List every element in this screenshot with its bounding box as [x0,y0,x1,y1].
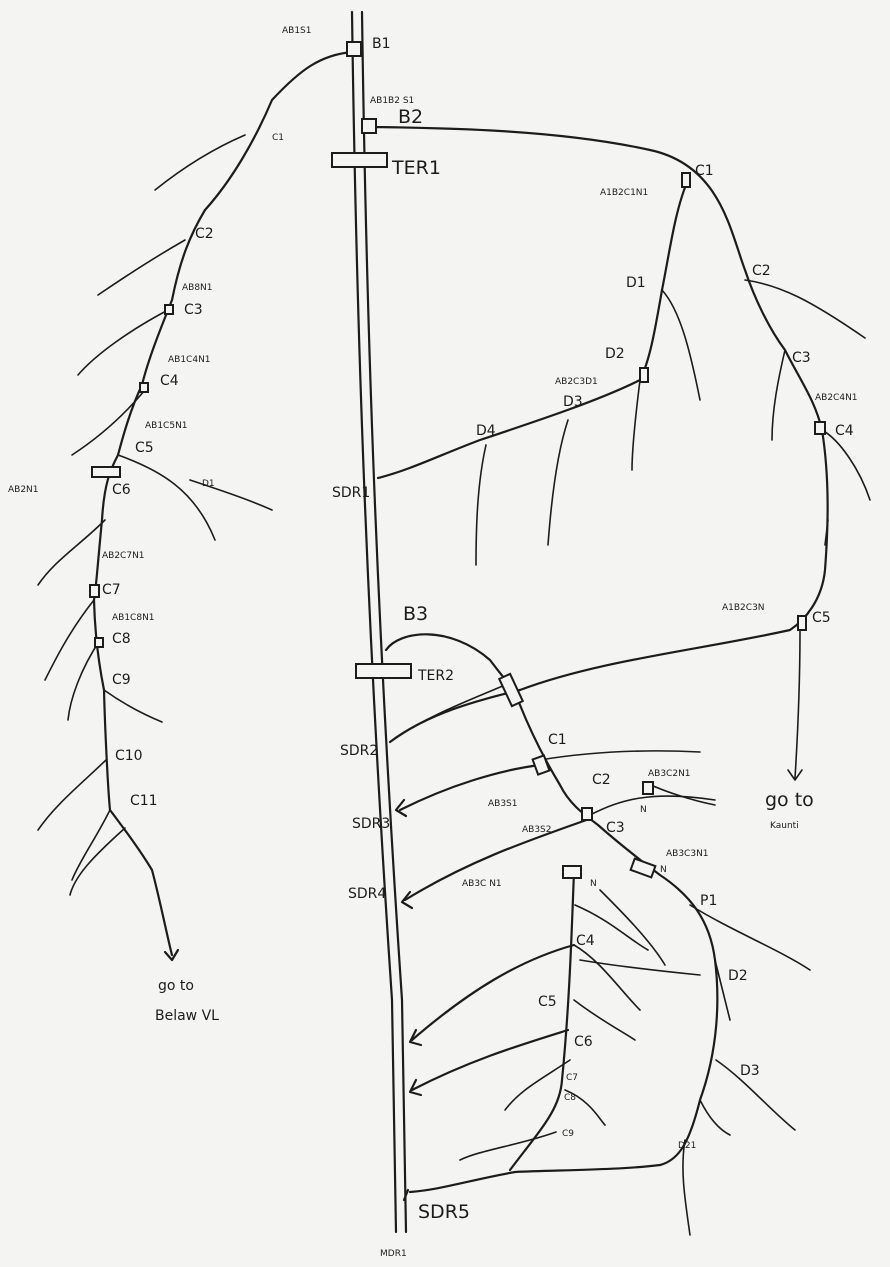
label-left-ab2c7n1: AB2C7N1 [102,551,145,561]
terminal-ter1 [332,153,387,167]
label-rb-d21: D21 [678,1141,696,1151]
switch-c4 [140,383,148,392]
label-ab3c3n1: AB3C3N1 [666,849,709,859]
label-left-c1: C1 [272,133,284,143]
label-rt-note-1: go to [765,789,814,811]
label-a1b2c3n: A1B2C3N [722,603,765,613]
label-left-ab8n1: AB8N1 [182,283,213,293]
label-rb-c4: C4 [576,933,595,949]
label-left-c4: C4 [160,373,179,389]
label-left-c10: C10 [115,748,143,764]
label-mdr1: MDR1 [380,1249,407,1259]
label-left-ab1c4n1: AB1C4N1 [168,355,211,365]
label-rb-c6: C6 [574,1034,593,1050]
terminal-ter2 [356,664,411,678]
switch-ab2n1 [92,467,120,477]
label-rt-d2: D2 [605,346,625,362]
label-rt-d3: D3 [563,394,583,410]
switch-c3 [165,305,173,314]
label-rb-c5: C5 [538,994,557,1010]
label-left-c3: C3 [184,302,203,318]
label-left-c2: C2 [195,226,214,242]
label-sdr2: SDR2 [340,743,378,759]
switch-ab2c3d1 [640,368,648,382]
label-p1: P1 [700,893,717,909]
label-ab3c-n1: AB3C N1 [462,879,502,889]
label-rt-c3: C3 [792,350,811,366]
label-ab2c3d1: AB2C3D1 [555,377,598,387]
label-b1: B1 [372,36,391,52]
label-ter1: TER1 [391,157,441,179]
label-rt-c5: C5 [812,610,831,626]
label-rb-c1: C1 [548,732,567,748]
label-rb-c8: C8 [564,1093,576,1103]
label-rb-d2: D2 [728,968,748,984]
left-feeder [38,52,352,960]
switch-a1b2c3n [798,616,806,630]
label-rt-d1: D1 [626,275,646,291]
right-bottom-feeder [386,634,810,1235]
switch-a1b2c1n1 [682,173,690,187]
label-left-d1: D1 [202,479,215,489]
label-left-ab1c5n1: AB1C5N1 [145,421,188,431]
label-rt-c2: C2 [752,263,771,279]
label-left-c5: C5 [135,440,154,456]
label-rt-c1: C1 [695,163,714,179]
label-ter2: TER2 [417,668,454,684]
label-rt-note-2: Kaunti [770,821,799,831]
label-ab1s1: AB1S1 [282,26,312,36]
label-left-c7: C7 [102,582,121,598]
label-ab2c4n1: AB2C4N1 [815,393,858,403]
switch-ab1s1 [347,42,361,56]
switch-ab3c3n1 [631,859,656,878]
label-sdr5: SDR5 [418,1201,470,1223]
switch-ab3c2n1 [643,782,653,794]
label-rt-d4: D4 [476,423,496,439]
switch-c7 [90,585,99,597]
label-left-note-2: Belaw VL [155,1008,219,1024]
label-sdr4: SDR4 [348,886,386,902]
label-left-c9: C9 [112,672,131,688]
label-b3: B3 [403,603,428,625]
label-rt-c4: C4 [835,423,854,439]
label-left-c8: C8 [112,631,131,647]
right-top-switches [332,119,825,630]
label-ab3c2n1: AB3C2N1 [648,769,691,779]
label-sdr1: SDR1 [332,485,370,501]
label-left-ab2n1: AB2N1 [8,485,39,495]
label-n-3: N [660,865,667,875]
label-left-c11: C11 [130,793,158,809]
label-n-1: N [640,805,647,815]
label-ab3s2: AB3S2 [522,825,552,835]
label-b2: B2 [398,106,423,128]
label-n-2: N [590,879,597,889]
switch-ab3c-n1 [563,866,581,878]
label-rb-c9: C9 [562,1129,574,1139]
label-ab3s1: AB3S1 [488,799,518,809]
switch-ab1b2s1 [362,119,376,133]
label-ab1b2s1: AB1B2 S1 [370,96,414,106]
switch-c8 [95,638,103,647]
label-rb-d3: D3 [740,1063,760,1079]
label-rb-c7: C7 [566,1073,578,1083]
switch-ab2c4n1 [815,422,825,434]
label-sdr3: SDR3 [352,816,390,832]
label-rb-c3: C3 [606,820,625,836]
label-left-c6: C6 [112,482,131,498]
label-left-note-1: go to [158,978,194,994]
switch-ab3s2 [582,808,592,820]
label-rb-c2: C2 [592,772,611,788]
label-a1b2c1n1: A1B2C1N1 [600,188,648,198]
main-trunk [352,12,406,1232]
label-left-ab1c8n1: AB1C8N1 [112,613,155,623]
